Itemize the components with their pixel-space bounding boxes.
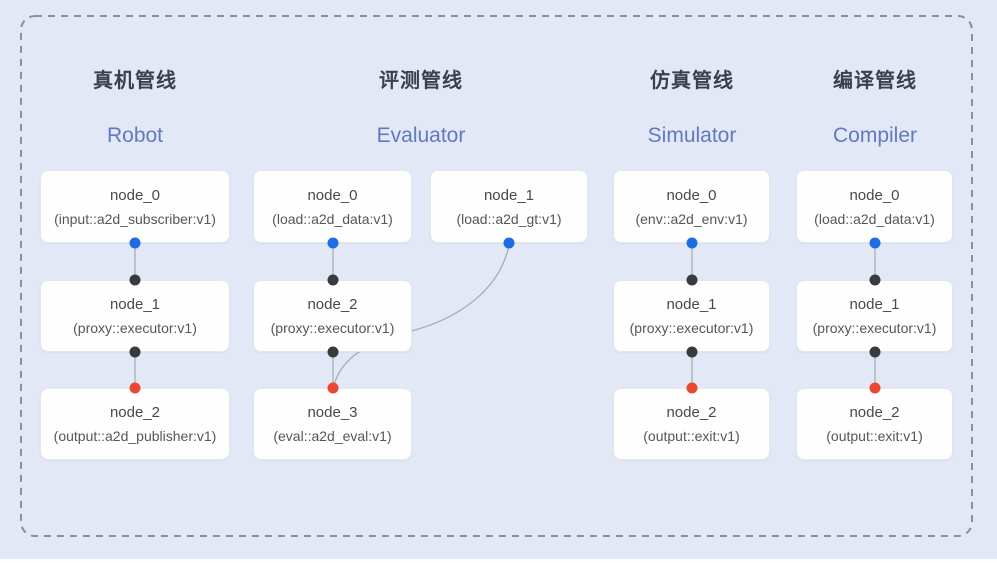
node-simulator-2: node_2 (output::exit:v1) — [613, 388, 770, 460]
pipeline-title-en-compiler: Compiler — [832, 124, 918, 147]
dashed-border — [20, 15, 973, 537]
node-impl: (output::exit:v1) — [826, 428, 923, 444]
port-dot-red — [129, 382, 141, 394]
pipeline-title-cn-simulator: 仿真管线 — [650, 70, 734, 92]
port-dot-red — [869, 382, 881, 394]
port-dot-dark — [327, 274, 339, 286]
node-impl: (output::a2d_publisher:v1) — [53, 428, 217, 444]
node-title: node_2 — [666, 404, 717, 421]
node-evaluator-0: node_0 (load::a2d_data:v1) — [253, 170, 412, 243]
node-impl: (proxy::executor:v1) — [629, 320, 754, 336]
node-compiler-2: node_2 (output::exit:v1) — [796, 388, 953, 460]
pipeline-title-en-robot: Robot — [106, 124, 164, 147]
node-title: node_1 — [666, 296, 717, 313]
node-title: node_2 — [307, 296, 358, 313]
node-impl: (load::a2d_gt:v1) — [456, 210, 562, 227]
port-dot-dark — [686, 346, 698, 358]
node-title: node_0 — [307, 186, 358, 204]
node-title: node_1 — [483, 186, 535, 204]
node-compiler-0: node_0 (load::a2d_data:v1) — [796, 170, 953, 243]
node-impl: (output::exit:v1) — [643, 428, 740, 444]
node-title: node_0 — [666, 186, 717, 204]
node-simulator-0: node_0 (env::a2d_env:v1) — [613, 170, 770, 243]
node-title: node_0 — [109, 186, 161, 204]
port-dot-dark — [327, 346, 339, 358]
node-title: node_2 — [109, 404, 161, 421]
node-robot-0: node_0 (input::a2d_subscriber:v1) — [40, 170, 230, 243]
node-evaluator-1: node_1 (load::a2d_gt:v1) — [430, 170, 588, 243]
pipeline-title-en-evaluator: Evaluator — [376, 124, 466, 147]
port-dot-blue — [869, 237, 881, 249]
node-title: node_1 — [849, 296, 900, 313]
port-dot-blue — [327, 237, 339, 249]
node-robot-1: node_1 (proxy::executor:v1) — [40, 280, 230, 352]
port-dot-blue — [503, 237, 515, 249]
node-impl: (env::a2d_env:v1) — [635, 210, 748, 227]
node-impl: (proxy::executor:v1) — [73, 320, 197, 336]
node-simulator-1: node_1 (proxy::executor:v1) — [613, 280, 770, 352]
node-impl: (load::a2d_data:v1) — [272, 210, 393, 227]
bottom-edge-strip — [0, 559, 997, 563]
port-dot-dark — [869, 346, 881, 358]
port-dot-blue — [686, 237, 698, 249]
port-dot-dark — [686, 274, 698, 286]
pipeline-title-en-simulator: Simulator — [647, 124, 737, 147]
node-evaluator-2: node_2 (proxy::executor:v1) — [253, 280, 412, 352]
pipeline-title-cn-compiler: 编译管线 — [833, 70, 917, 92]
port-dot-dark — [869, 274, 881, 286]
node-title: node_2 — [849, 404, 900, 421]
node-impl: (proxy::executor:v1) — [270, 320, 395, 336]
port-dot-dark — [129, 346, 141, 358]
pipeline-title-cn-evaluator: 评测管线 — [379, 70, 463, 92]
port-dot-dark — [129, 274, 141, 286]
node-compiler-1: node_1 (proxy::executor:v1) — [796, 280, 953, 352]
port-dot-blue — [129, 237, 141, 249]
node-impl: (proxy::executor:v1) — [812, 320, 937, 336]
pipeline-title-cn-robot: 真机管线 — [93, 70, 177, 92]
node-title: node_1 — [109, 296, 161, 313]
port-dot-red — [686, 382, 698, 394]
node-impl: (load::a2d_data:v1) — [814, 210, 935, 227]
node-evaluator-3: node_3 (eval::a2d_eval:v1) — [253, 388, 412, 460]
node-impl: (eval::a2d_eval:v1) — [273, 428, 392, 444]
node-robot-2: node_2 (output::a2d_publisher:v1) — [40, 388, 230, 460]
port-dot-red — [327, 382, 339, 394]
node-title: node_0 — [849, 186, 900, 204]
edge-curved — [333, 244, 510, 386]
node-impl: (input::a2d_subscriber:v1) — [54, 210, 216, 227]
node-title: node_3 — [307, 404, 358, 421]
